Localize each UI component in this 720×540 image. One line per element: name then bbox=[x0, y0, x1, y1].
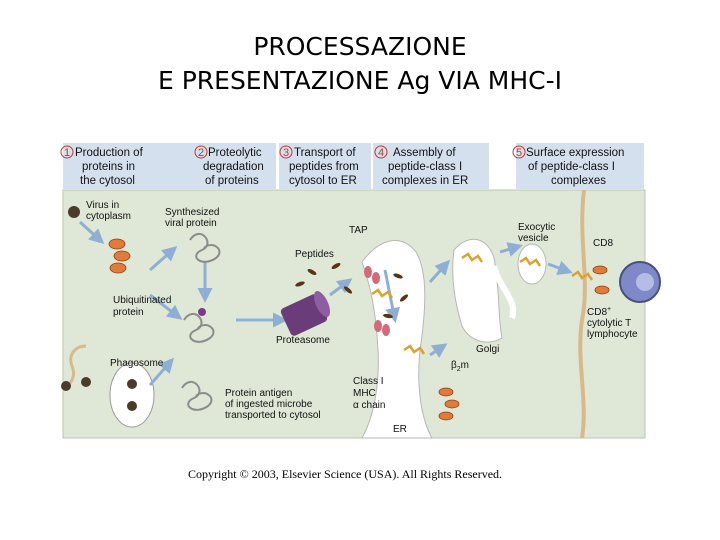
plasma-membrane bbox=[578, 189, 587, 439]
step-number-2: 2 bbox=[198, 147, 204, 159]
cell-background bbox=[62, 189, 646, 439]
label-class-i-3: α chain bbox=[353, 400, 385, 411]
step-2-line-3: of proteins bbox=[205, 175, 259, 187]
virus-particles bbox=[61, 206, 137, 411]
step-number-4: 4 bbox=[378, 147, 384, 159]
label-b2m-m: m bbox=[461, 360, 469, 371]
label-antigen-2: of ingested microbe bbox=[225, 399, 313, 410]
step-header-5: 5 Surface expression of peptide-class I … bbox=[512, 143, 644, 189]
label-synth-2: viral protein bbox=[165, 218, 217, 229]
label-er: ER bbox=[393, 424, 407, 435]
label-ctl-2: cytolytic T bbox=[587, 318, 631, 329]
step-2-line-2: degradation bbox=[203, 161, 264, 173]
step-number-5: 5 bbox=[516, 147, 522, 159]
label-class-i-1: Class I bbox=[353, 376, 384, 387]
label-synth-1: Synthesized bbox=[165, 207, 219, 218]
label-b2m-sub: 2 bbox=[457, 366, 461, 373]
step-5-line-2: of peptide-class I bbox=[528, 161, 615, 173]
label-ctl-cd8: CD8 bbox=[587, 307, 607, 318]
step-3-line-3: cytosol to ER bbox=[289, 175, 357, 187]
step-header-2: 2 Proteolytic degradation of proteins bbox=[194, 143, 276, 189]
step-3-line-1: Transport of bbox=[294, 147, 356, 159]
step-3-line-2: peptides from bbox=[289, 161, 359, 173]
cd8-coreceptor bbox=[592, 265, 610, 295]
step-number-3: 3 bbox=[283, 147, 289, 159]
step-2-line-1: Proteolytic bbox=[208, 147, 262, 159]
label-ctl-plus: + bbox=[607, 306, 611, 313]
label-tap: TAP bbox=[349, 225, 368, 236]
golgi-cisterna bbox=[491, 265, 517, 319]
viral-protein bbox=[108, 238, 131, 274]
step-number-1: 1 bbox=[64, 147, 70, 159]
copyright-notice: Copyright © 2003, Elsevier Science (USA)… bbox=[187, 467, 503, 481]
tap-transporter bbox=[364, 266, 390, 336]
label-golgi: Golgi bbox=[476, 344, 499, 355]
peptides bbox=[295, 262, 409, 319]
ctl-nucleus bbox=[636, 273, 654, 291]
nascent-class-i-chain bbox=[438, 387, 460, 421]
step-5-line-1: Surface expression bbox=[526, 147, 624, 159]
golgi-body bbox=[452, 238, 503, 343]
label-ctl-1: CD8+ bbox=[587, 306, 611, 318]
label-antigen-1: Protein antigen bbox=[225, 388, 292, 399]
label-virus-1: Virus in bbox=[86, 200, 119, 211]
label-exocytic-2: vesicle bbox=[518, 233, 549, 244]
label-antigen-3: transported to cytosol bbox=[225, 410, 321, 421]
label-proteasome: Proteasome bbox=[276, 335, 330, 346]
label-virus-2: cytoplasm bbox=[86, 211, 131, 222]
step-1-line-3: the cytosol bbox=[80, 175, 135, 187]
title-line-1: PROCESSAZIONE bbox=[253, 32, 467, 61]
proteasome bbox=[280, 291, 331, 336]
protein-tangles bbox=[181, 232, 221, 411]
step-5-line-3: complexes bbox=[551, 175, 606, 187]
step-4-line-3: complexes in ER bbox=[382, 175, 468, 187]
label-b2m: β2m bbox=[451, 360, 469, 373]
label-peptides: Peptides bbox=[295, 249, 334, 260]
step-1-line-2: proteins in bbox=[82, 161, 135, 173]
label-class-i-2: MHC bbox=[353, 388, 376, 399]
label-cd8: CD8 bbox=[593, 238, 613, 249]
step-4-line-1: Assembly of bbox=[393, 147, 456, 159]
step-4-line-2: peptide-class I bbox=[388, 161, 462, 173]
step-1-line-1: Production of bbox=[75, 147, 144, 159]
mhc-class-i-molecules bbox=[371, 252, 594, 355]
title-line-2: E PRESENTAZIONE Ag VIA MHC-I bbox=[157, 66, 563, 95]
ubiquitin-tag bbox=[198, 308, 206, 316]
label-b2m-beta: β bbox=[451, 360, 457, 371]
label-ubiq-1: Ubiquitinated bbox=[113, 295, 171, 306]
step-header-1: 1 Production of proteins in the cytosol bbox=[60, 143, 194, 189]
label-ubiq-2: protein bbox=[113, 307, 144, 318]
label-exocytic-1: Exocytic bbox=[518, 222, 555, 233]
step-header-4: 4 Assembly of peptide-class I complexes … bbox=[373, 143, 489, 189]
step-header-3: 3 Transport of peptides from cytosol to … bbox=[279, 143, 371, 189]
label-phagosome: Phagosome bbox=[110, 358, 164, 369]
label-ctl-3: lymphocyte bbox=[587, 329, 638, 340]
phagosome bbox=[109, 362, 155, 428]
